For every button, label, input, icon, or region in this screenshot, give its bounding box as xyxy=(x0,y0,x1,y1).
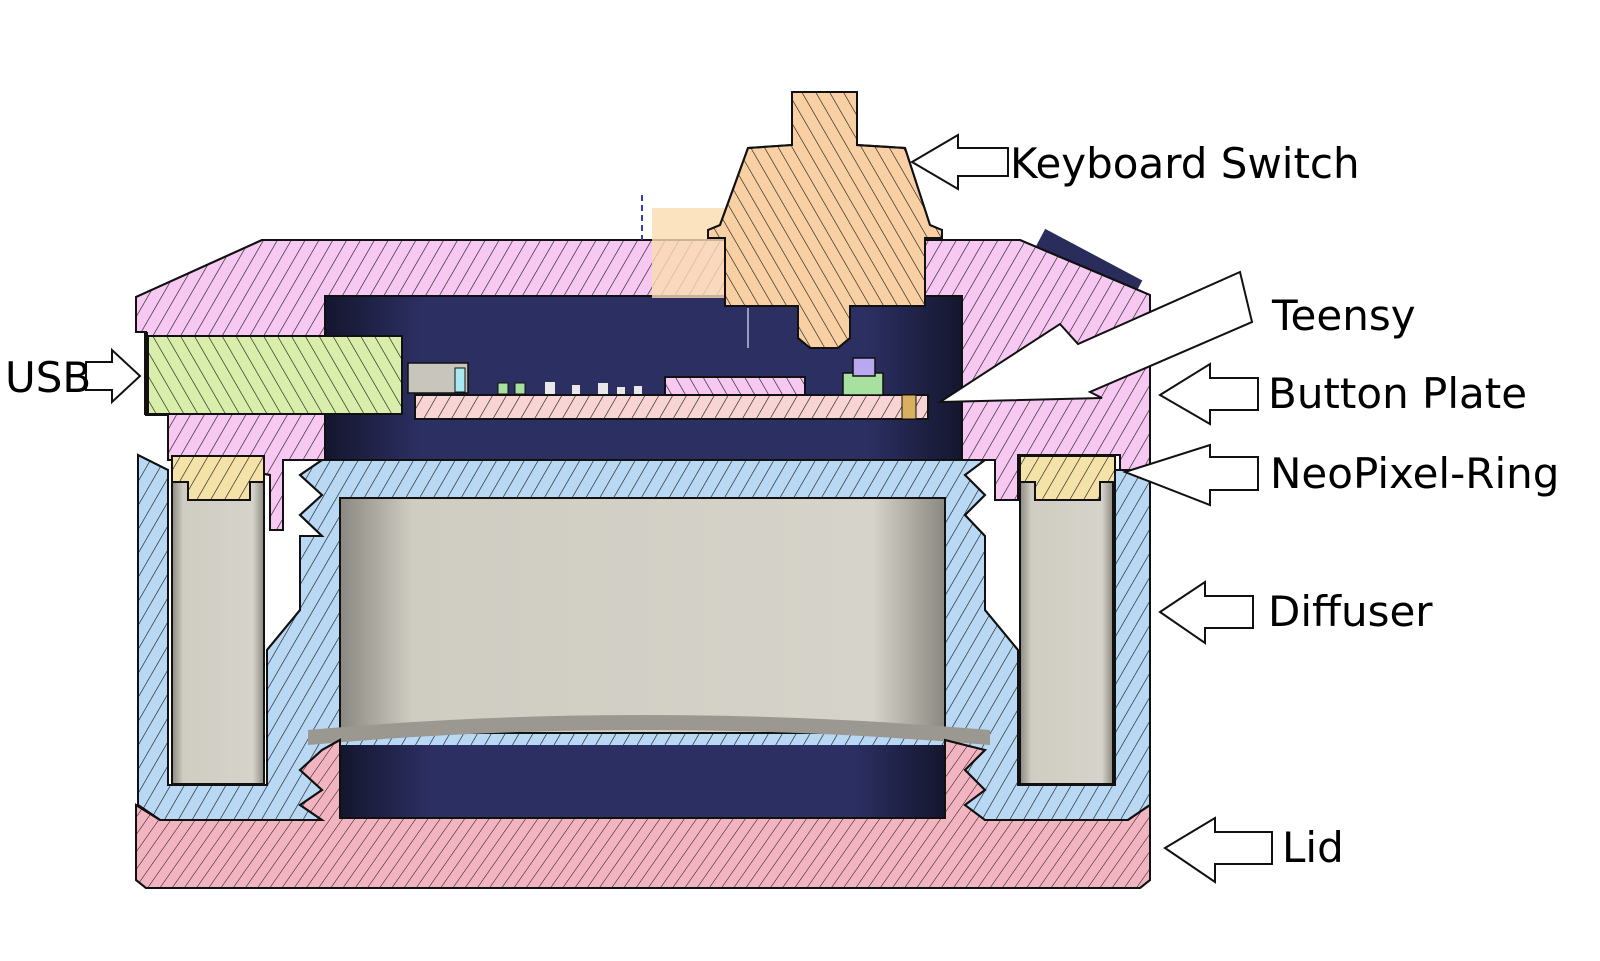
keyboard-switch-part xyxy=(641,91,943,349)
label-lid: Lid xyxy=(1282,823,1344,872)
lid-part xyxy=(135,738,1151,889)
lower-cavity xyxy=(340,745,945,817)
neopixel-ring-part xyxy=(171,455,1116,501)
button-plate-arrow xyxy=(1158,362,1259,426)
label-button-plate: Button Plate xyxy=(1268,369,1527,418)
neopixel-ring-arrow xyxy=(1121,443,1259,507)
teensy-arrow xyxy=(936,270,1254,404)
inner-cavity xyxy=(339,497,946,734)
usb-arrow xyxy=(85,347,142,405)
label-neopixel-ring: NeoPixel-Ring xyxy=(1270,449,1559,498)
label-keyboard-switch: Keyboard Switch xyxy=(1010,139,1360,188)
label-diffuser: Diffuser xyxy=(1268,587,1433,636)
left-pocket xyxy=(171,479,265,785)
teensy-board xyxy=(407,308,929,420)
usb-connector-part xyxy=(144,332,403,415)
diffuser-lip xyxy=(308,715,990,745)
lid-arrow xyxy=(1163,816,1273,884)
keyboard-switch-arrow xyxy=(910,133,1009,191)
label-teensy: Teensy xyxy=(1271,291,1416,340)
label-usb: USB xyxy=(5,353,91,402)
diffuser-arrow xyxy=(1158,580,1254,645)
right-pocket xyxy=(1019,479,1114,785)
